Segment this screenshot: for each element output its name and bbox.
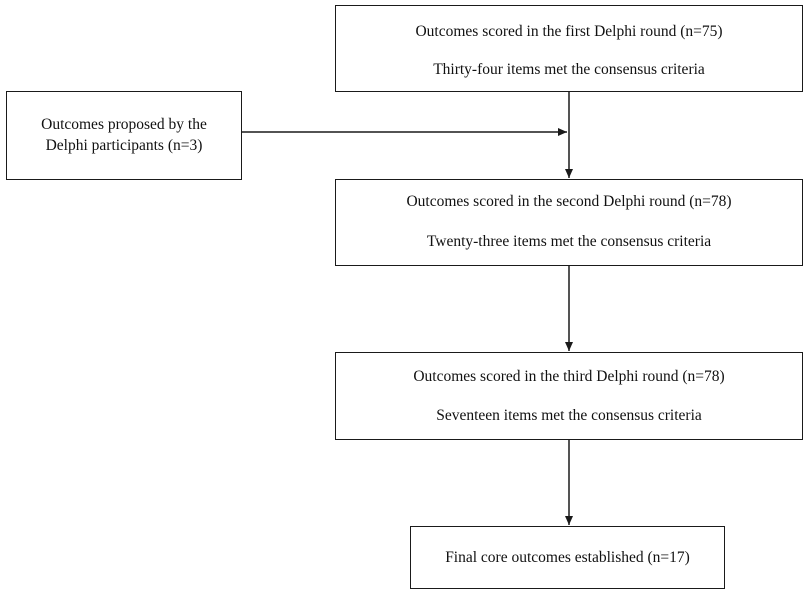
node-first-round-result: Thirty-four items met the consensus crit… [433, 61, 705, 79]
node-final-title: Final core outcomes established (n=17) [445, 549, 690, 566]
node-second-round-result: Twenty-three items met the consensus cri… [426, 233, 712, 251]
node-proposed-outcomes: Outcomes proposed by the Delphi particip… [6, 91, 242, 180]
node-second-round-title: Outcomes scored in the second Delphi rou… [406, 193, 732, 210]
node-first-delphi-round: Outcomes scored in the first Delphi roun… [335, 5, 803, 92]
node-proposed-line1: Outcomes proposed by the [41, 116, 207, 133]
node-third-delphi-round: Outcomes scored in the third Delphi roun… [335, 352, 803, 440]
node-proposed-line2: Delphi participants (n=3) [45, 137, 203, 155]
node-first-round-title: Outcomes scored in the first Delphi roun… [415, 23, 723, 40]
node-second-delphi-round: Outcomes scored in the second Delphi rou… [335, 179, 803, 266]
node-third-round-title: Outcomes scored in the third Delphi roun… [413, 368, 725, 385]
node-third-round-result: Seventeen items met the consensus criter… [436, 407, 702, 425]
node-final-core-outcomes: Final core outcomes established (n=17) [410, 526, 725, 589]
